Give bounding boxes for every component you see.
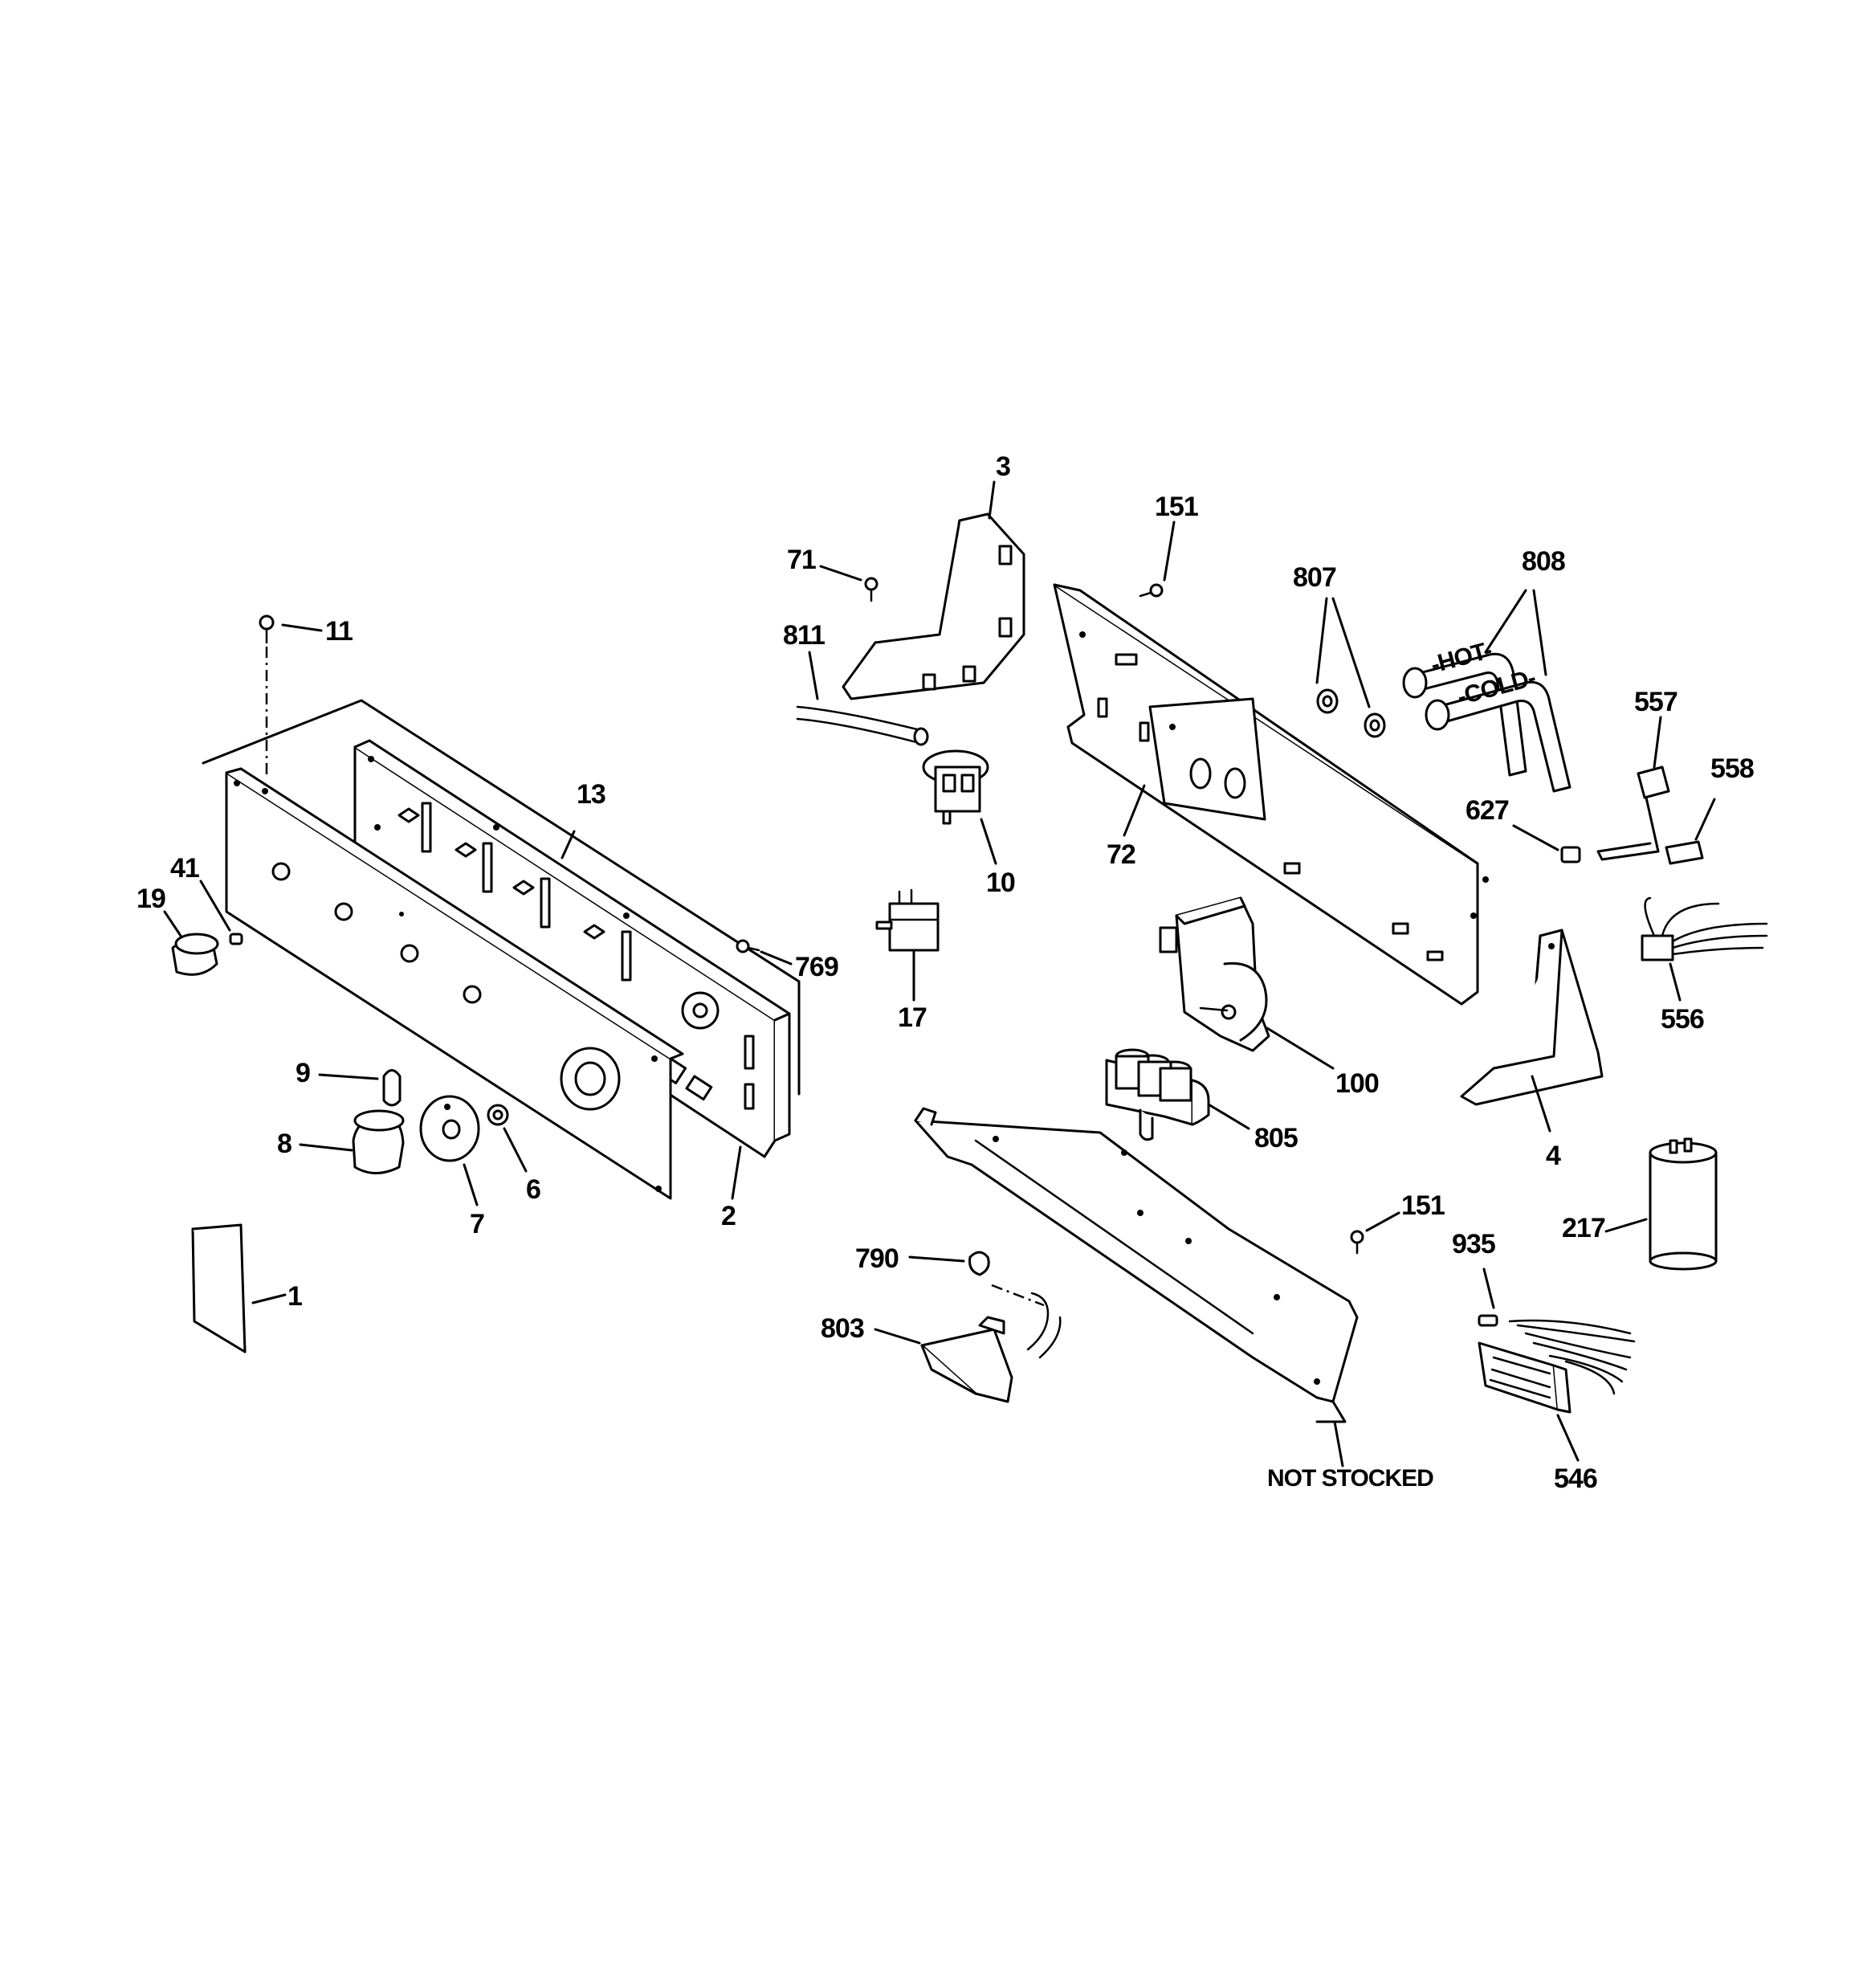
callout-3: 3 bbox=[996, 451, 1010, 482]
part-546-wiring-harness bbox=[1478, 1319, 1636, 1462]
part-19-knob bbox=[163, 910, 219, 976]
part-803-hose-assembly bbox=[874, 1292, 1062, 1403]
part-151-screw-lower bbox=[1350, 1211, 1400, 1255]
callout-808: 808 bbox=[1522, 546, 1565, 577]
part-807-washers bbox=[1315, 597, 1386, 738]
callout-556: 556 bbox=[1661, 1004, 1704, 1035]
callout-11: 11 bbox=[325, 616, 353, 647]
callout-935: 935 bbox=[1452, 1229, 1495, 1259]
part-790-clamp bbox=[908, 1251, 1045, 1307]
callout-8: 8 bbox=[277, 1129, 291, 1159]
part-9-clip bbox=[318, 1069, 402, 1107]
callout-2: 2 bbox=[721, 1201, 736, 1231]
part-1-literature-packet bbox=[191, 1223, 287, 1353]
part-808-inlet-hoses: -HOT- -COLD- bbox=[1402, 589, 1572, 793]
part-7-dial-skirt bbox=[419, 1095, 480, 1206]
part-769-screw bbox=[736, 939, 793, 965]
part-151-screw-top bbox=[1139, 520, 1176, 598]
callout-769: 769 bbox=[795, 952, 838, 982]
callout-217: 217 bbox=[1562, 1213, 1605, 1243]
part-71-screw bbox=[819, 565, 879, 602]
part-10-pressure-switch bbox=[922, 749, 997, 865]
callout-9: 9 bbox=[296, 1058, 310, 1088]
part-41-set-screw bbox=[199, 880, 243, 945]
callout-557: 557 bbox=[1634, 687, 1678, 717]
part-558-connector bbox=[1665, 798, 1716, 865]
part-not-stocked-lower-panel bbox=[914, 1107, 1359, 1468]
part-72-backsplash bbox=[1053, 583, 1489, 1006]
part-811-hose bbox=[796, 651, 929, 746]
callout-6: 6 bbox=[526, 1174, 540, 1205]
not-stocked-label: NOT STOCKED bbox=[1267, 1465, 1433, 1492]
callout-7: 7 bbox=[470, 1209, 484, 1239]
callout-790: 790 bbox=[855, 1243, 899, 1274]
callout-100: 100 bbox=[1335, 1068, 1379, 1099]
part-4-side-bracket bbox=[1460, 929, 1604, 1133]
callout-72: 72 bbox=[1107, 839, 1135, 870]
callout-19: 19 bbox=[137, 884, 165, 914]
part-3-side-bracket bbox=[842, 480, 1025, 700]
part-557-lid-switch bbox=[1596, 716, 1670, 861]
part-11-screw bbox=[259, 614, 323, 775]
callout-4: 4 bbox=[1546, 1141, 1561, 1171]
part-805-water-valve bbox=[1105, 1048, 1250, 1141]
callout-13: 13 bbox=[577, 779, 605, 810]
part-17-switch bbox=[875, 888, 940, 1002]
part-627-plug bbox=[1512, 824, 1581, 863]
callout-803: 803 bbox=[821, 1313, 864, 1344]
part-100-timer bbox=[1159, 896, 1335, 1070]
callout-151-lower: 151 bbox=[1401, 1190, 1445, 1221]
part-935-wire-lead bbox=[1478, 1268, 1498, 1327]
callout-811: 811 bbox=[783, 620, 825, 651]
callout-1: 1 bbox=[287, 1281, 302, 1312]
callout-805: 805 bbox=[1254, 1123, 1298, 1153]
callout-546: 546 bbox=[1554, 1463, 1597, 1494]
part-13-console-front bbox=[202, 699, 801, 1200]
callout-807: 807 bbox=[1293, 562, 1336, 593]
callout-627: 627 bbox=[1466, 795, 1509, 826]
part-6-nut bbox=[487, 1104, 528, 1173]
callout-41: 41 bbox=[170, 853, 199, 884]
callout-558: 558 bbox=[1710, 753, 1754, 784]
callout-151-top: 151 bbox=[1155, 492, 1198, 522]
part-8-knob bbox=[299, 1109, 405, 1174]
part-556-wire-connector bbox=[1641, 896, 1768, 1002]
part-217-capacitor bbox=[1604, 1137, 1718, 1271]
callout-17: 17 bbox=[898, 1002, 927, 1033]
callout-71: 71 bbox=[787, 545, 816, 575]
callout-10: 10 bbox=[986, 867, 1015, 898]
